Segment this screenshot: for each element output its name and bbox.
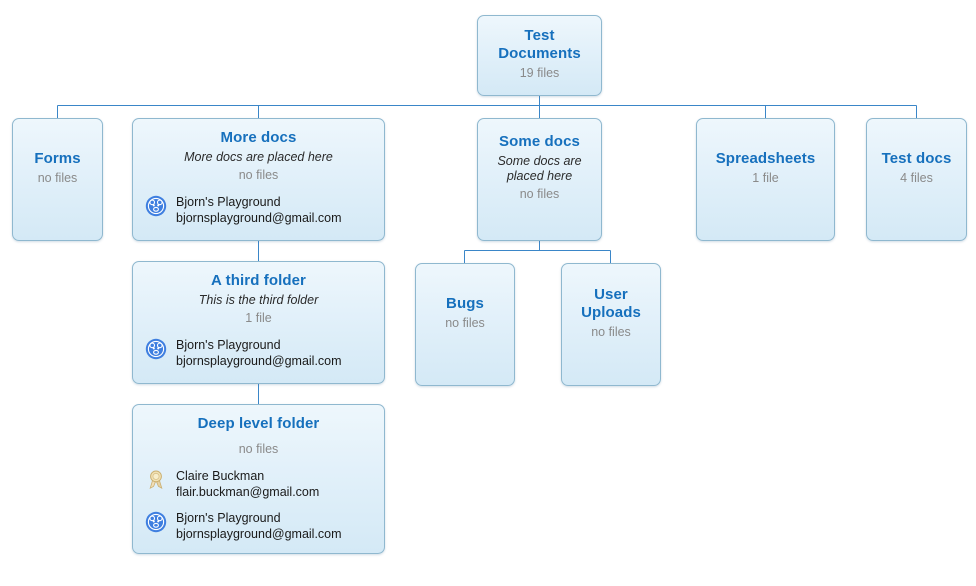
node-file-count: 1 file — [752, 170, 779, 185]
node-file-count: no files — [591, 324, 631, 339]
member-name: Bjorn's Playground — [176, 195, 281, 209]
node-title: Bugs — [446, 294, 484, 312]
bear-avatar-icon — [145, 511, 167, 533]
node-title: Forms — [34, 149, 81, 167]
member-row[interactable]: Bjorn's Playground bjornsplayground@gmai… — [145, 194, 372, 227]
member-row[interactable]: Claire Buckman flair.buckman@gmail.com — [145, 468, 372, 501]
node-file-count: 4 files — [900, 170, 933, 185]
bear-avatar-icon — [145, 195, 167, 217]
node-title: More docs — [220, 129, 297, 146]
member-row[interactable]: Bjorn's Playground bjornsplayground@gmai… — [145, 510, 372, 543]
node-file-count: 1 file — [245, 311, 272, 325]
member-name: Claire Buckman — [176, 469, 265, 483]
node-members: Claire Buckman flair.buckman@gmail.com — [145, 468, 372, 543]
node-more-docs[interactable]: More docs More docs are placed here no f… — [132, 118, 385, 241]
node-file-count: no files — [37, 170, 78, 185]
node-file-count: 19 files — [519, 65, 560, 80]
node-description: This is the third folder — [198, 293, 319, 307]
node-some-docs[interactable]: Some docs Some docs are placed here no f… — [477, 118, 602, 241]
node-spreadsheets[interactable]: Spreadsheets 1 file — [696, 118, 835, 241]
node-test-documents[interactable]: Test Documents 19 files — [477, 15, 602, 96]
member-identity: Claire Buckman flair.buckman@gmail.com — [176, 468, 319, 501]
node-title: Test docs — [881, 149, 952, 167]
member-identity: Bjorn's Playground bjornsplayground@gmai… — [176, 337, 342, 370]
award-ribbon-avatar-icon — [145, 469, 167, 491]
member-email: bjornsplayground@gmail.com — [176, 527, 342, 541]
node-test-docs[interactable]: Test docs 4 files — [866, 118, 967, 241]
node-title: Spreadsheets — [715, 149, 816, 167]
member-row[interactable]: Bjorn's Playground bjornsplayground@gmai… — [145, 337, 372, 370]
member-email: bjornsplayground@gmail.com — [176, 211, 342, 225]
node-members: Bjorn's Playground bjornsplayground@gmai… — [145, 337, 372, 370]
bear-avatar-icon — [145, 338, 167, 360]
node-file-count: no files — [238, 442, 279, 456]
node-title: Test Documents — [498, 26, 581, 62]
node-a-third-folder[interactable]: A third folder This is the third folder … — [132, 261, 385, 384]
member-name: Bjorn's Playground — [176, 338, 281, 352]
node-file-count: no files — [238, 168, 279, 182]
node-forms[interactable]: Forms no files — [12, 118, 103, 241]
node-user-uploads[interactable]: User Uploads no files — [561, 263, 661, 386]
member-email: bjornsplayground@gmail.com — [176, 354, 342, 368]
member-identity: Bjorn's Playground bjornsplayground@gmai… — [176, 510, 342, 543]
node-members: Bjorn's Playground bjornsplayground@gmai… — [145, 194, 372, 227]
node-file-count: no files — [519, 187, 560, 201]
member-name: Bjorn's Playground — [176, 511, 281, 525]
member-email: flair.buckman@gmail.com — [176, 485, 320, 499]
node-title: User Uploads — [581, 285, 641, 321]
node-deep-level-folder[interactable]: Deep level folder no files Claire Buckma… — [132, 404, 385, 554]
node-description: Some docs are placed here — [497, 154, 582, 183]
node-title: Some docs — [499, 133, 580, 150]
node-file-count: no files — [445, 315, 485, 330]
node-description: More docs are placed here — [184, 150, 333, 164]
node-bugs[interactable]: Bugs no files — [415, 263, 515, 386]
node-title: A third folder — [210, 272, 306, 289]
member-identity: Bjorn's Playground bjornsplayground@gmai… — [176, 194, 342, 227]
node-title: Deep level folder — [197, 415, 320, 432]
